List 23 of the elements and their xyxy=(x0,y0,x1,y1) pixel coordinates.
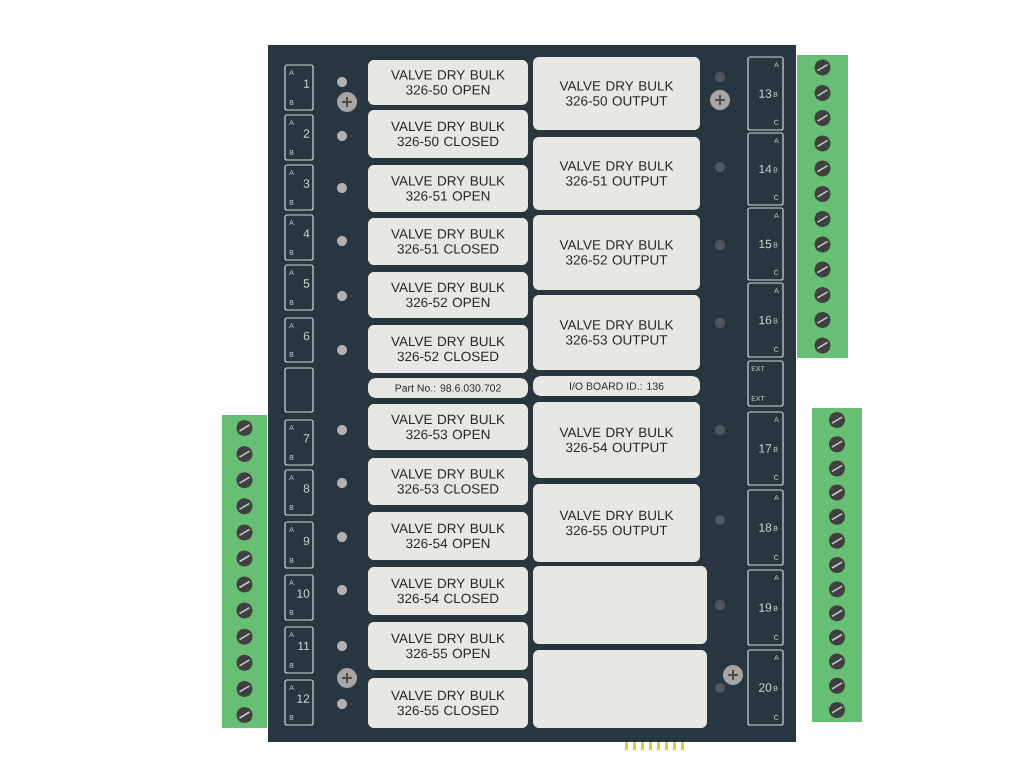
blank-sticker xyxy=(533,566,707,644)
label-sticker: VALVE DRY BULK 326-50 CLOSED xyxy=(368,110,528,158)
blank-sticker xyxy=(533,650,707,728)
label-sticker: VALVE DRY BULK 326-53 OPEN xyxy=(368,404,528,450)
label-sticker: I/O BOARD ID.: 136 xyxy=(533,376,700,396)
label-sticker: VALVE DRY BULK 326-51 OPEN xyxy=(368,165,528,212)
label-sticker: VALVE DRY BULK 326-52 OPEN xyxy=(368,272,528,318)
label-sticker: VALVE DRY BULK 326-54 OPEN xyxy=(368,512,528,560)
label-sticker: VALVE DRY BULK 326-55 OUTPUT xyxy=(533,484,700,562)
label-sticker: VALVE DRY BULK 326-53 CLOSED xyxy=(368,458,528,505)
label-sticker: VALVE DRY BULK 326-51 OUTPUT xyxy=(533,137,700,210)
label-sticker: VALVE DRY BULK 326-50 OPEN xyxy=(368,60,528,105)
label-sticker: VALVE DRY BULK 326-52 CLOSED xyxy=(368,325,528,373)
label-sticker: VALVE DRY BULK 326-51 CLOSED xyxy=(368,218,528,265)
label-sticker: VALVE DRY BULK 326-52 OUTPUT xyxy=(533,215,700,290)
label-sticker: VALVE DRY BULK 326-54 OUTPUT xyxy=(533,402,700,478)
label-sticker: Part No.: 98.6.030.702 xyxy=(368,378,528,398)
label-sticker: VALVE DRY BULK 326-53 OUTPUT xyxy=(533,295,700,370)
terminal-label xyxy=(284,367,314,413)
label-sticker: VALVE DRY BULK 326-55 CLOSED xyxy=(368,678,528,728)
label-sticker: VALVE DRY BULK 326-54 CLOSED xyxy=(368,567,528,615)
label-sticker: VALVE DRY BULK 326-55 OPEN xyxy=(368,622,528,670)
label-sticker: VALVE DRY BULK 326-50 OUTPUT xyxy=(533,57,700,130)
